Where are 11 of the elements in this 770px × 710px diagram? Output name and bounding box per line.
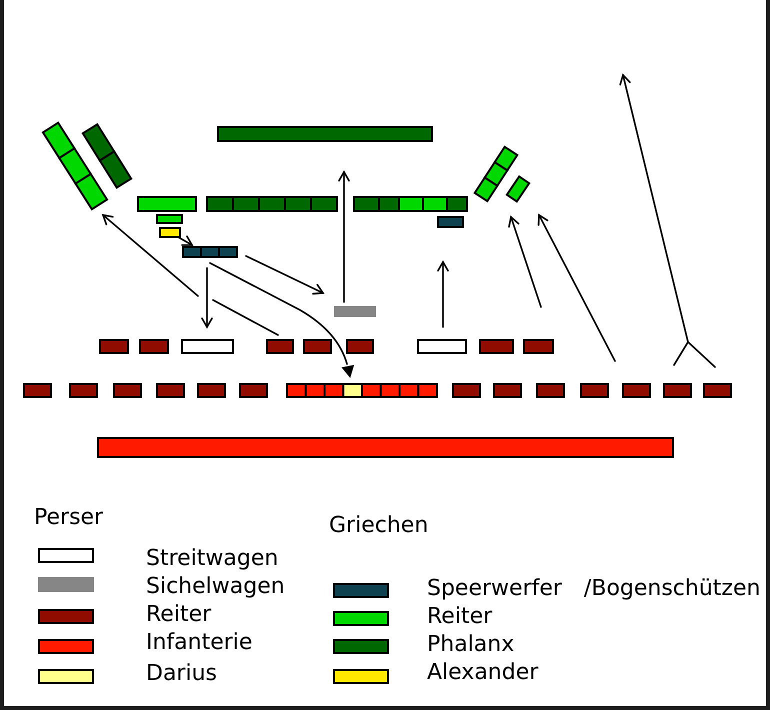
legend-label: Phalanx: [427, 632, 514, 658]
legend-label: Alexander: [427, 660, 538, 686]
legend-label: Infanterie: [146, 630, 252, 656]
legend-label: Speerwerfer /Bogenschützen: [427, 576, 760, 602]
legend-heading: Griechen: [329, 513, 428, 539]
legend-label: Darius: [146, 661, 217, 687]
legend-label: Reiter: [427, 604, 492, 630]
legend-label: Reiter: [146, 602, 212, 628]
legend-heading: Perser: [34, 505, 104, 531]
legend-label: Sichelwagen: [146, 574, 285, 600]
legend-label: Streitwagen: [146, 546, 278, 572]
